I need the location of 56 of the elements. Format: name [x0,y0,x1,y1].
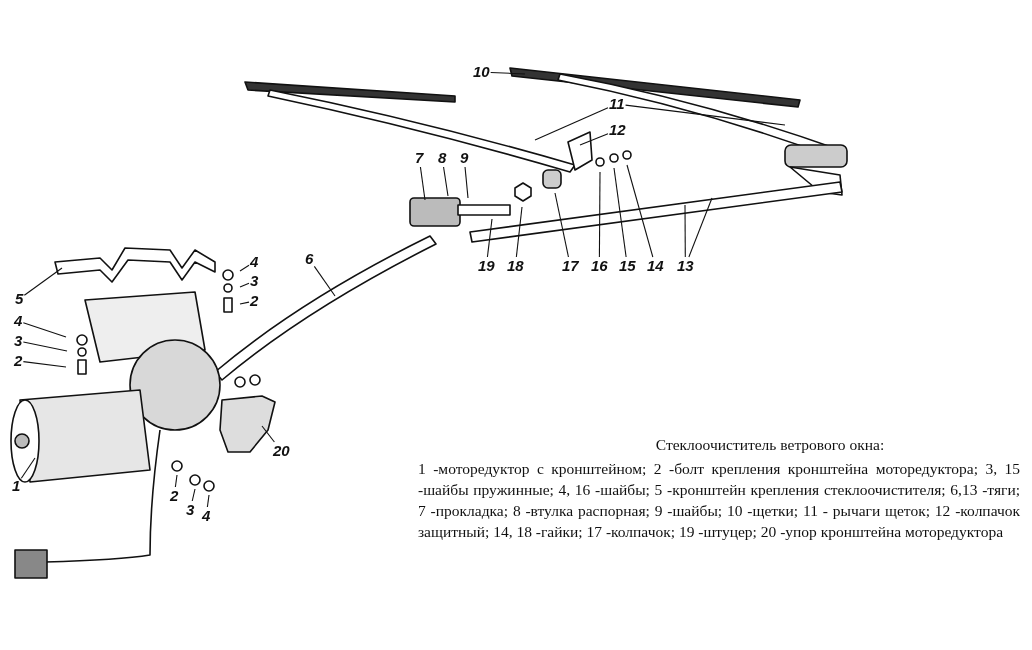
callout-number: 20 [273,443,290,459]
leader-line [598,171,601,258]
leader-line [239,264,250,272]
callout-number: 9 [460,150,469,166]
leader-line [554,192,569,258]
callout-number: 3 [250,273,259,289]
callout-number: 6 [305,251,314,267]
leader-line [486,218,493,258]
leader-line [22,322,67,338]
leader-line [239,301,250,305]
callout-number: 2 [170,488,179,504]
callout-number: 13 [677,258,694,274]
leader-line [626,164,654,258]
callout-number: 12 [609,122,626,138]
leader-line [206,494,210,508]
leader-line [490,71,526,75]
leader-line [464,166,469,199]
leader-line [625,104,786,126]
callout-number: 7 [415,150,424,166]
leader-line [20,457,36,479]
leader-line [684,204,686,258]
leader-line [23,267,63,296]
callout-number: 1 [12,478,21,494]
leader-line [261,425,275,443]
callout-number: 19 [478,258,495,274]
leader-line [239,282,250,288]
leader-line [534,107,609,141]
leader-line [191,488,196,502]
callout-number: 17 [562,258,579,274]
leader-line [515,206,523,258]
leader-line [443,166,449,197]
callout-number: 2 [14,353,23,369]
callout-number: 15 [619,258,636,274]
callout-number: 2 [250,293,259,309]
callout-number: 10 [473,64,490,80]
callout-number: 4 [14,313,23,329]
callout-number: 14 [647,258,664,274]
callout-number: 3 [14,333,23,349]
callout-number: 18 [507,258,524,274]
leader-line [613,167,627,258]
caption-title: Стеклоочиститель ветрового окна: [654,436,886,454]
callout-number: 4 [202,508,211,524]
callout-number: 11 [609,96,625,112]
leader-line [419,166,426,201]
leader-line [174,474,178,488]
callout-number: 8 [438,150,447,166]
caption-text: 1 -моторедуктор с кронштейном; 2 -болт крепления кронштейна моторедуктора; 3, 15 -шайбы пружинные; 4, 16 -шайбы; 5 -кронштейн крепления стеклоочистителя; 6,13 -тяги; 7 -прокладка; 8 -втулка распорная; 9 -шайбы; 10 -щетки; 11 - рычаги щеток; 12 -колпачок защитный; 14, 18 -гайки; 17 -колпачок; 19 -штуцер; 20 -упор кронштейна моторедуктора [418,459,1020,542]
callout-number: 4 [250,254,259,270]
callout-number: 3 [186,502,195,518]
leader-line [22,361,67,368]
callout-number: 5 [15,291,24,307]
leader-line [579,133,609,146]
callout-number: 16 [591,258,608,274]
leader-line [22,341,68,352]
leader-line [313,265,336,297]
leader-line [688,197,713,258]
